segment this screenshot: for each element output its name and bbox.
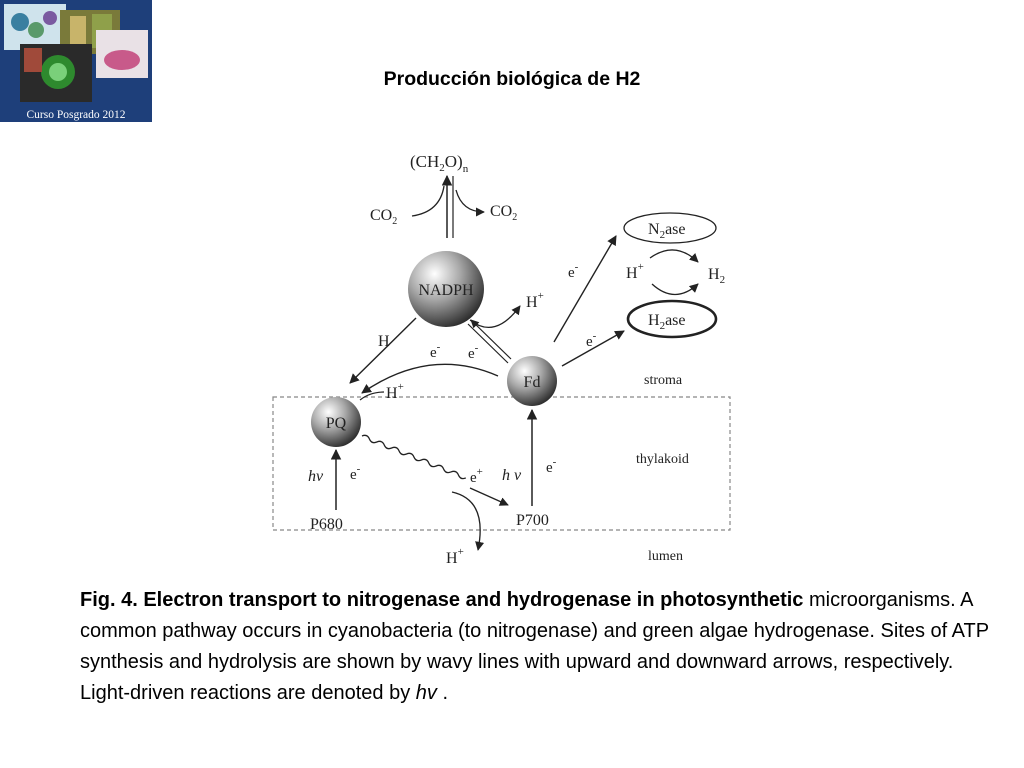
nadph-to-pq-arrow <box>349 317 417 384</box>
caption-end: . <box>436 682 449 704</box>
nitrogenase-ellipse <box>623 212 717 244</box>
hydrogen-gas-label: H2 <box>708 266 725 286</box>
atp-synthesis-wavy-line <box>361 434 467 480</box>
slide-title: Producción biológica de H2 <box>383 68 641 90</box>
fd-nadph-line-a <box>467 323 509 364</box>
ch2o-label: (CH2O)n <box>410 152 469 175</box>
n2ase-h2-arc <box>649 249 699 263</box>
fd-nadph-electron-label: e- <box>468 342 479 362</box>
caption-body: microorganisms. A common pathway occurs … <box>80 589 989 704</box>
lumen-label: lumen <box>648 549 683 564</box>
hydrogenase-ellipse <box>626 299 718 339</box>
ferredoxin-sphere <box>507 356 557 406</box>
p680-light-label: hv <box>308 468 324 485</box>
wavy-line-arrowhead <box>469 487 509 506</box>
pq-proton-stroma-line <box>359 391 385 401</box>
hydrogen-ion-label: H+ <box>626 261 644 282</box>
logo-collage-image <box>4 4 148 102</box>
course-logo: Curso Posgrado 2012 <box>0 0 152 122</box>
electron-transport-diagram: (CH2O)n CO2 CO2 NADPH H+ e- H e- H+ Fd e… <box>272 152 731 567</box>
ferredoxin-label: Fd <box>524 374 541 391</box>
thylakoid-membrane-box <box>272 396 731 531</box>
lumen-proton-label: H+ <box>446 546 464 567</box>
co2-in-arrow <box>411 185 445 217</box>
p700-electron-label: e- <box>546 456 557 476</box>
co2-right-label: CO2 <box>490 203 517 223</box>
plastoquinone-label: PQ <box>326 415 347 432</box>
p680-label: P680 <box>310 516 343 533</box>
thylakoid-label: thylakoid <box>636 452 689 467</box>
nadph-label: NADPH <box>418 282 474 299</box>
lumen-proton-arrow <box>451 491 485 551</box>
fd-to-pq-cyclic-arrow <box>361 363 499 394</box>
nadph-proton-label: H+ <box>526 290 544 311</box>
nadph-sphere <box>408 251 484 327</box>
stroma-label: stroma <box>644 373 683 388</box>
p680-electron-label: e- <box>350 463 361 483</box>
co2-left-label: CO2 <box>370 207 397 227</box>
figure-caption: Fig. 4. Electron transport to nitrogenas… <box>80 585 1000 709</box>
nitrogenase-electron-label: e- <box>568 261 579 281</box>
hydrogenase-electron-label: e- <box>586 330 597 350</box>
caption-heading: Fig. 4. Electron transport to nitrogenas… <box>80 589 804 611</box>
hydrogenase-label: H2ase <box>648 312 686 332</box>
p700-label: P700 <box>516 512 549 529</box>
nadph-pq-h-label: H <box>378 333 390 350</box>
co2-out-arrow <box>455 189 485 217</box>
nitrogenase-label: N2ase <box>648 221 686 241</box>
fd-to-nitrogenase-arrow <box>553 235 617 343</box>
fd-nadph-arrow <box>470 319 512 360</box>
p700-electron-in-label: e+ <box>470 466 483 486</box>
cyclic-electron-label: e- <box>430 341 441 361</box>
pq-proton-stroma-label: H+ <box>386 381 404 402</box>
caption-italic-hv: hv <box>415 682 437 704</box>
logo-caption: Curso Posgrado 2012 <box>26 109 126 121</box>
h2ase-h2-arc <box>651 283 699 296</box>
fd-to-hydrogenase-arrow <box>561 330 625 367</box>
plastoquinone-sphere <box>311 397 361 447</box>
